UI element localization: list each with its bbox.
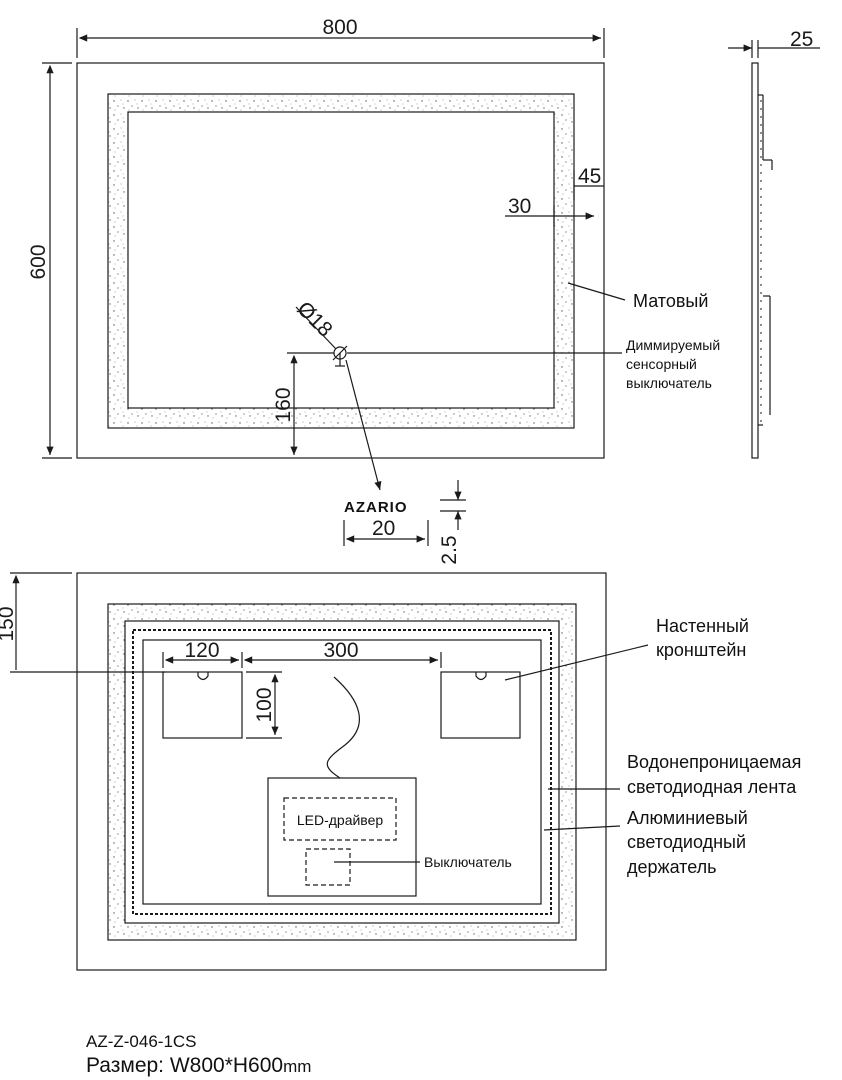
led-strip: [132, 629, 552, 915]
label-holder-2: светодиодный: [627, 832, 746, 852]
size-prefix: Размер: W800*H600: [86, 1054, 283, 1077]
dim-top-offset: 150: [0, 606, 18, 641]
label-back-switch: Выключатель: [424, 854, 512, 870]
label-matte: Матовый: [633, 291, 708, 311]
side-view: 25: [728, 28, 820, 459]
back-view: 150 120 300 100 LED-драйвер Выключатель …: [0, 572, 801, 971]
label-switch-1: Диммируемый: [626, 337, 720, 353]
mirror-glass: [127, 111, 555, 409]
side-profile: [751, 62, 759, 459]
label-switch-2: сенсорный: [626, 356, 697, 372]
label-holder-3: держатель: [627, 857, 717, 877]
footer: AZ-Z-046-1CS Размер: W800*H600mm: [86, 1032, 311, 1077]
dim-depth: 25: [790, 28, 813, 51]
front-view: 800 600 45 30 Матовый Ø18 Диммируемый се…: [27, 16, 720, 491]
dim-frame: 45: [578, 165, 601, 188]
dim-logo-height: 2.5: [438, 535, 461, 564]
label-led-driver: LED-драйвер: [297, 812, 384, 828]
size-unit: mm: [283, 1057, 311, 1076]
label-switch-3: выключатель: [626, 375, 712, 391]
back-outline: [76, 572, 607, 971]
dim-logo-width: 20: [372, 517, 395, 540]
label-holder-1: Алюминиевый: [627, 808, 748, 828]
right-bracket: [440, 671, 521, 739]
dim-inner: 30: [508, 195, 531, 218]
label-bracket-2: кронштейн: [656, 640, 746, 660]
dim-bracket-height: 100: [253, 687, 276, 722]
label-led-strip-1: Водонепроницаемая: [627, 752, 801, 772]
logo-detail: AZARIO 20 2.5: [343, 480, 466, 565]
brand-logo: AZARIO: [344, 499, 408, 516]
dim-bracket-spacing: 300: [323, 639, 358, 662]
led-driver: [283, 797, 397, 841]
dim-height: 600: [27, 244, 50, 279]
dim-width: 800: [322, 16, 357, 39]
dim-switch-height: 160: [272, 387, 295, 422]
model-number: AZ-Z-046-1CS: [86, 1032, 197, 1051]
left-bracket: [162, 671, 243, 739]
label-bracket-1: Настенный: [656, 616, 749, 636]
label-led-strip-2: светодиодная лента: [627, 777, 797, 797]
back-panel: [142, 639, 542, 905]
driver-box: [267, 777, 417, 897]
dim-bracket-width: 120: [184, 639, 219, 662]
mirror-outline: [76, 62, 605, 459]
size-line: Размер: W800*H600mm: [86, 1054, 311, 1077]
aluminium-holder: [124, 620, 560, 924]
power-cable: [326, 676, 361, 779]
